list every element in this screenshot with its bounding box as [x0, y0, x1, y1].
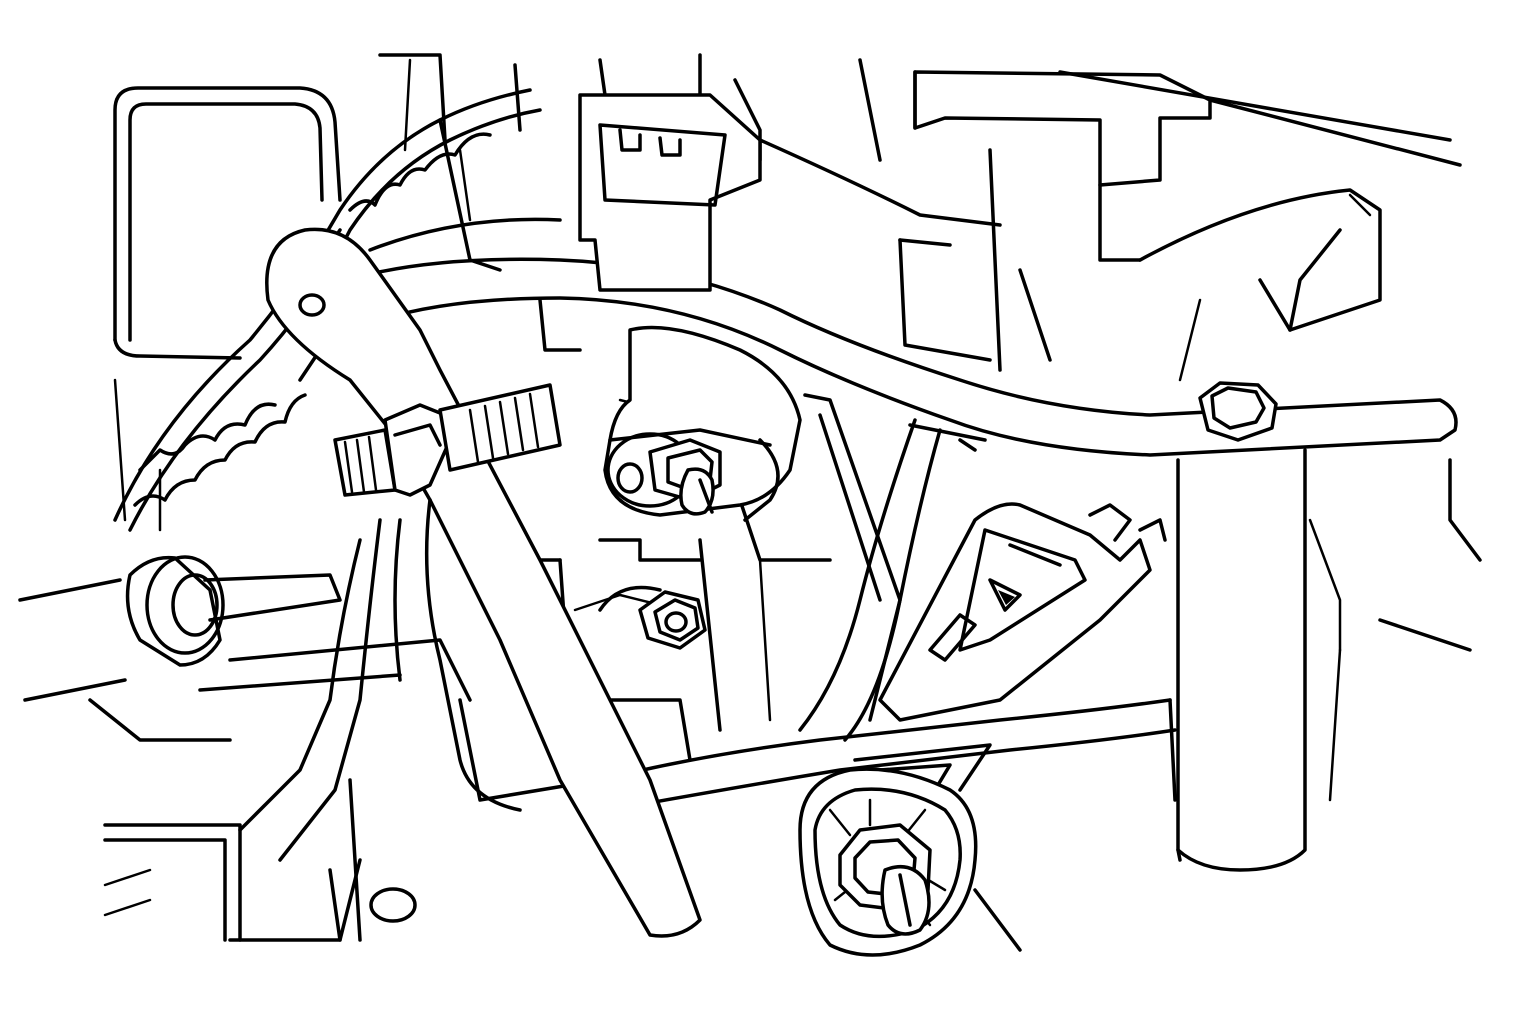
engine-block [18, 53, 1482, 942]
mount-bracket-with-nut [603, 325, 802, 522]
mounting-bolt [598, 381, 1278, 957]
tensioner-pulley [125, 555, 342, 667]
crossmember-bracket [328, 93, 1458, 872]
hose-clamp [333, 383, 562, 497]
coolant-hose [238, 227, 702, 938]
